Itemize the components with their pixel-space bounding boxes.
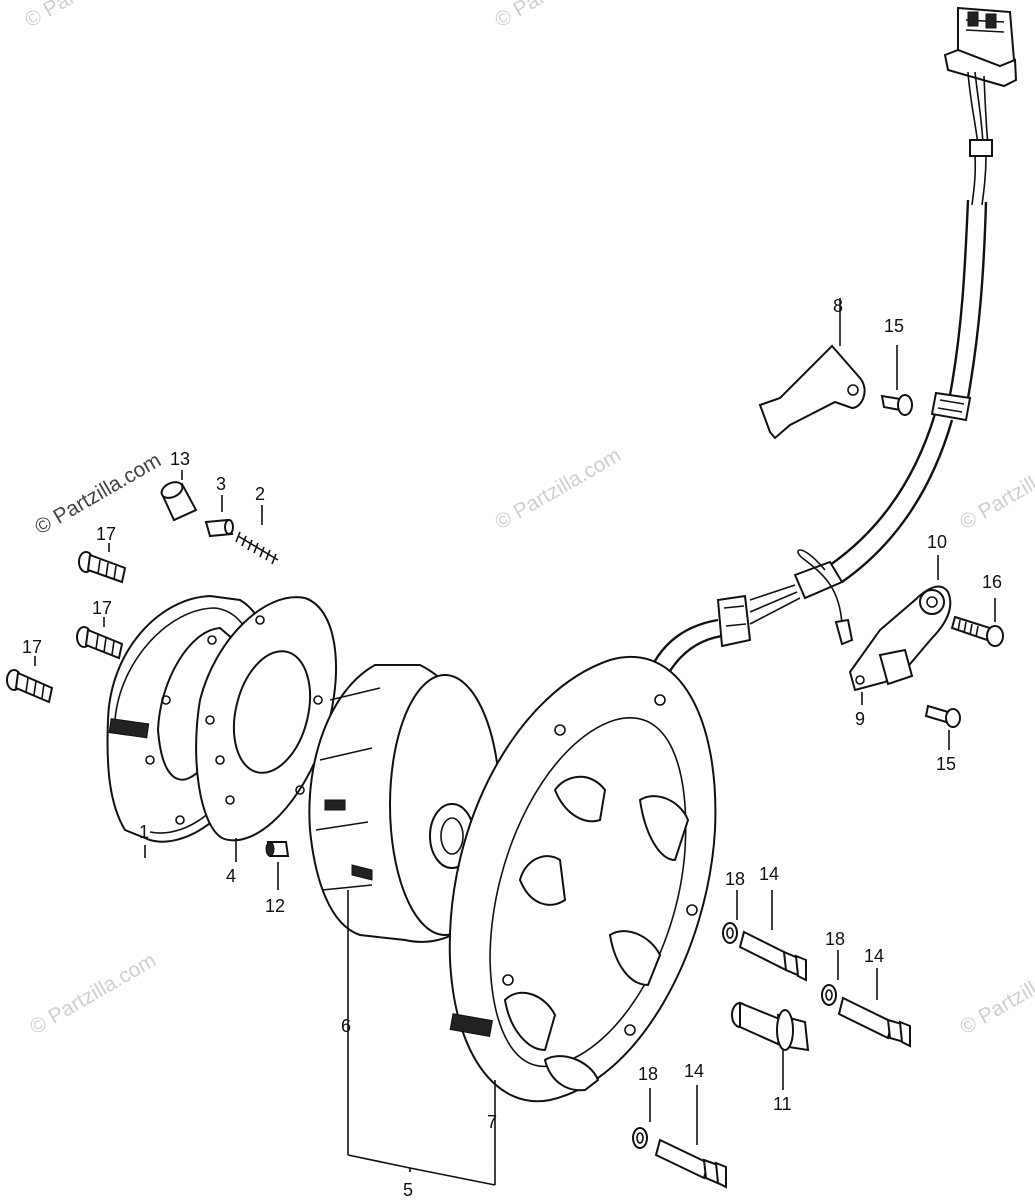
watermark-bottom-left: © Partzilla.com <box>26 949 160 1040</box>
part-17-screw-a <box>78 543 127 584</box>
callout-18-a: 18 <box>725 869 745 889</box>
watermark-bottom-right: © Partzilla.com <box>956 949 1035 1040</box>
part-17-screw-c <box>6 656 54 704</box>
part-11-bolt <box>731 1001 810 1090</box>
callout-5: 5 <box>403 1180 413 1200</box>
callout-15-a: 15 <box>884 316 904 336</box>
part-8-bracket <box>758 298 866 440</box>
part-6-rotor <box>308 664 501 1155</box>
part-15-screw-upper <box>880 345 913 416</box>
callout-11: 11 <box>773 1094 792 1114</box>
part-16-screw <box>950 598 1004 647</box>
part-18-washer-a <box>722 890 738 944</box>
part-14-bolt-c <box>654 1085 727 1189</box>
callout-14-b: 14 <box>864 946 884 966</box>
callout-14-a: 14 <box>759 864 779 884</box>
part-18-washer-b <box>821 950 839 1006</box>
part-10-pulse-generator <box>848 555 952 705</box>
callout-17-a: 17 <box>96 524 116 544</box>
callout-9: 9 <box>855 709 865 729</box>
callout-7: 7 <box>487 1112 497 1132</box>
part-2-spring <box>235 505 279 565</box>
part-7-stator <box>448 655 717 1112</box>
watermark-mid-center: © Partzilla.com <box>491 444 625 535</box>
watermark-top-left: © Partzilla.com <box>21 0 155 32</box>
callout-16: 16 <box>982 572 1002 592</box>
callout-13: 13 <box>170 449 190 469</box>
callout-17-b: 17 <box>92 598 112 618</box>
part-3-pin <box>204 495 234 538</box>
callout-2: 2 <box>255 484 265 504</box>
part-12-pin <box>265 841 290 890</box>
part-18-washer-c <box>632 1088 651 1149</box>
part-4-plate <box>195 596 337 862</box>
callout-17-c: 17 <box>22 637 42 657</box>
wire-harness <box>630 6 1018 753</box>
part-15-screw-lower <box>924 704 961 750</box>
part-17-screw-b <box>76 617 124 660</box>
callout-14-c: 14 <box>684 1061 704 1081</box>
callout-4: 4 <box>226 866 236 886</box>
assembly-5-bracket <box>347 1112 496 1186</box>
watermark-top-center: © Partzilla.com <box>491 0 625 32</box>
callout-10: 10 <box>927 532 947 552</box>
callout-3: 3 <box>216 474 226 494</box>
callout-12: 12 <box>265 896 285 916</box>
connector-plug <box>943 6 1018 88</box>
callout-labels: 1 2 3 4 5 6 7 8 9 10 11 12 13 14 14 14 1… <box>22 296 1002 1200</box>
part-14-bolt-b <box>837 968 911 1048</box>
callout-1: 1 <box>139 822 149 842</box>
part-13-collar <box>160 470 198 522</box>
watermark-mid-right: © Partzilla.com <box>956 444 1035 535</box>
part-14-bolt-a <box>738 890 807 982</box>
callout-18-b: 18 <box>825 929 845 949</box>
callout-18-c: 18 <box>638 1064 658 1084</box>
callout-8: 8 <box>833 296 843 316</box>
callout-6: 6 <box>341 1016 351 1036</box>
callout-15-b: 15 <box>936 754 956 774</box>
